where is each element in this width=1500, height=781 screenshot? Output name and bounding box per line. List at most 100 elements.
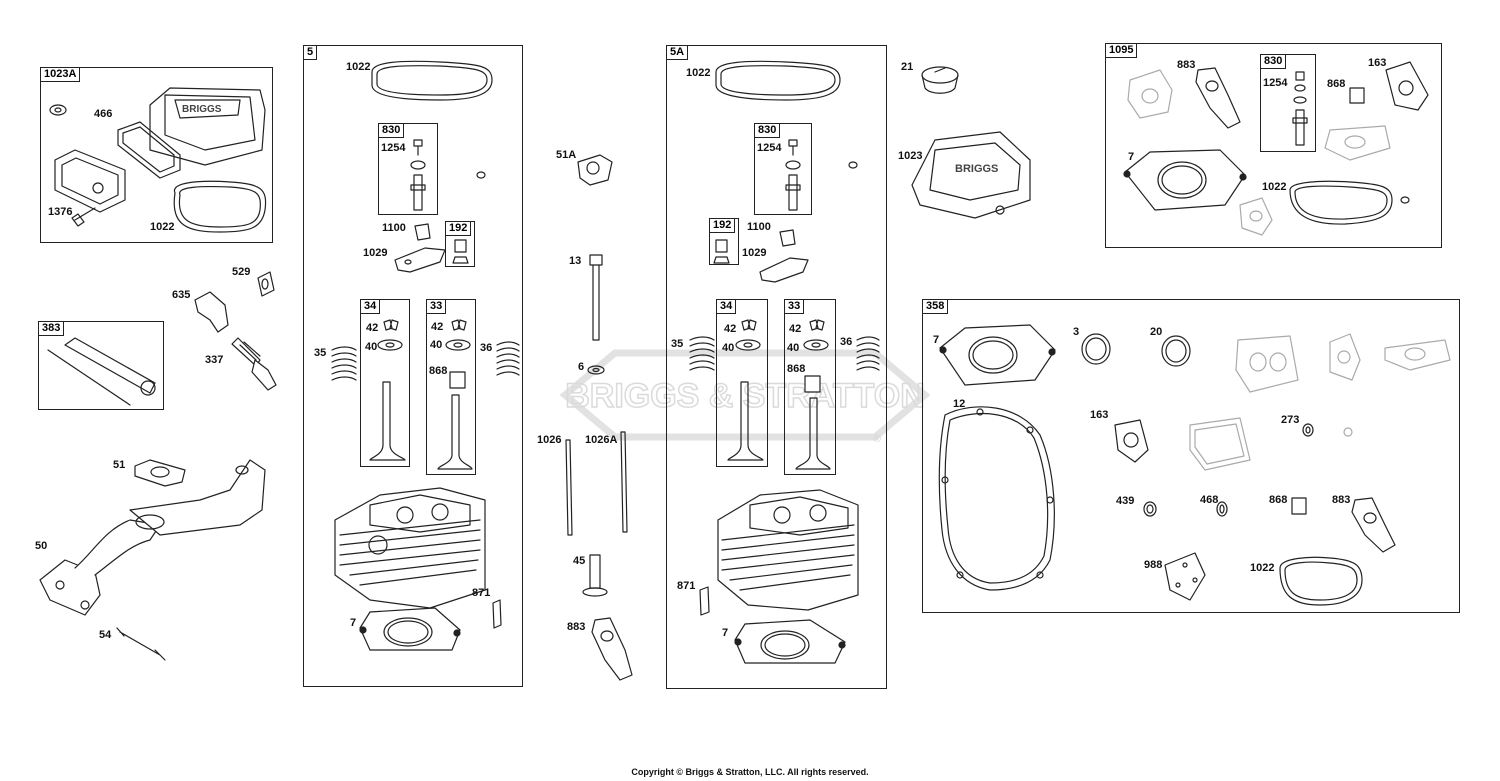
label-883-358: 883 — [1332, 494, 1351, 506]
group-33-tag-5: 33 — [427, 300, 447, 314]
gasket-163-1095-drawing — [1385, 61, 1429, 111]
group-830-tag-1095: 830 — [1261, 55, 1287, 69]
label-35-5: 35 — [314, 347, 327, 359]
crankcase-gasket-12-drawing — [938, 406, 1055, 591]
washer-468-drawing — [1216, 501, 1228, 517]
seal-868-358-drawing — [1291, 497, 1307, 515]
label-35-5A: 35 — [671, 338, 684, 350]
guide-1100-5-drawing — [414, 223, 431, 241]
label-20: 20 — [1150, 326, 1163, 338]
label-1376: 1376 — [48, 206, 73, 218]
label-337: 337 — [205, 354, 224, 366]
bolt-1376-drawing — [71, 207, 96, 227]
pin-45-drawing — [589, 554, 601, 589]
label-36-5: 36 — [480, 342, 493, 354]
group-1095-box: 1095 — [1105, 43, 1442, 248]
label-883-mid: 883 — [567, 621, 586, 633]
label-6: 6 — [578, 361, 585, 373]
seal-868-1095-drawing — [1349, 87, 1365, 104]
label-1029-5: 1029 — [363, 247, 388, 259]
group-192-tag-5A: 192 — [710, 219, 736, 233]
keeper-42-5b-drawing — [451, 319, 467, 331]
gasket-51-drawing — [134, 459, 186, 487]
spark-plug-boot-635-drawing — [194, 291, 229, 333]
label-1022-5A: 1022 — [686, 67, 711, 79]
label-40-5b: 40 — [430, 339, 443, 351]
valve-exhaust-5A-drawing — [795, 397, 831, 470]
push-rod-1026-drawing — [565, 439, 573, 536]
bolt-13-drawing — [589, 254, 603, 341]
gasket-1022-5A-drawing — [715, 60, 841, 101]
label-1026: 1026 — [537, 434, 562, 446]
group-358-box: 358 — [922, 299, 1460, 613]
label-7-358: 7 — [933, 334, 940, 346]
svg-text:BRIGGS: BRIGGS — [182, 104, 222, 115]
stud-1254-5A-drawing — [788, 139, 798, 156]
label-1023: 1023 — [898, 150, 923, 162]
gasket-883-358-drawing — [1351, 497, 1396, 553]
keeper-42-5Aa-drawing — [741, 319, 757, 331]
spring-35-5A-drawing — [689, 336, 715, 371]
group-358-tag: 358 — [923, 300, 949, 314]
label-1022-1023A: 1022 — [150, 221, 175, 233]
label-42-5a: 42 — [366, 322, 379, 334]
group-192-box-5A: 192 — [709, 218, 739, 265]
head-gasket-7-5-drawing — [359, 607, 461, 651]
group-5-tag: 5 — [304, 46, 318, 60]
label-40-5a: 40 — [365, 341, 378, 353]
brand-watermark: BRIGGS & STRATTON ® — [559, 349, 931, 445]
group-1023A-box: 1023A — [40, 67, 273, 243]
label-7-5: 7 — [350, 617, 357, 629]
valve-cover-assembly-drawing: BRIGGS — [149, 87, 266, 166]
label-12: 12 — [953, 398, 966, 410]
label-42-5Aa: 42 — [724, 323, 737, 335]
label-163-1095: 163 — [1368, 57, 1387, 69]
grommet-529-drawing — [257, 271, 275, 297]
label-21: 21 — [901, 61, 914, 73]
gasket-988-drawing — [1164, 552, 1206, 601]
washer-6-drawing — [587, 365, 605, 375]
group-33-tag-5A: 33 — [785, 300, 805, 314]
group-830-box-5: 830 — [378, 123, 438, 215]
label-529: 529 — [232, 266, 251, 278]
spring-36-5A-drawing — [856, 336, 880, 371]
copyright-notice: Copyright © Briggs & Stratton, LLC. All … — [631, 767, 869, 777]
spark-plug-wrench-drawing — [47, 337, 156, 406]
head-gasket-7-1095-drawing — [1123, 149, 1247, 211]
watermark-registered-mark: ® — [873, 433, 881, 445]
sleeve-871-5-drawing — [492, 599, 502, 629]
oil-seal-20-drawing — [1161, 335, 1191, 367]
head-gasket-7-358-drawing — [939, 324, 1056, 386]
exhaust-manifold-50-drawing — [39, 459, 266, 616]
rocker-1029-5-drawing — [394, 247, 446, 273]
label-1022-358: 1022 — [1250, 562, 1275, 574]
gasket-883-1095-a-drawing — [1127, 69, 1173, 119]
group-830-tag-5A: 830 — [755, 124, 781, 138]
label-40-5Ab: 40 — [787, 342, 800, 354]
valve-intake-5A-drawing — [727, 381, 764, 461]
label-1100-5: 1100 — [382, 222, 406, 234]
cylinder-head-5-drawing — [334, 487, 486, 609]
valve-cover-1023-drawing: BRIGGS — [911, 131, 1031, 219]
valve-exhaust-5-drawing — [437, 394, 473, 470]
spring-35-5-drawing — [331, 346, 357, 381]
group-192-tag-5: 192 — [446, 222, 472, 236]
gasket-883-mid-drawing — [591, 617, 633, 681]
gasket-1095-light-drawing — [1324, 125, 1391, 161]
svg-text:BRIGGS: BRIGGS — [955, 163, 998, 175]
label-871-5: 871 — [472, 587, 491, 599]
group-5A-box: 5A — [666, 45, 887, 689]
label-7-1095: 7 — [1128, 151, 1135, 163]
group-34-box-5: 34 — [360, 299, 410, 467]
label-163-358: 163 — [1090, 409, 1109, 421]
label-1254-5: 1254 — [381, 142, 406, 154]
group-192-box-5: 192 — [445, 221, 475, 267]
label-1254-5A: 1254 — [757, 142, 782, 154]
gasket-1022-1023A-drawing — [173, 180, 267, 233]
label-466: 466 — [94, 108, 113, 120]
gasket-51A-drawing — [577, 154, 613, 186]
gasket-883-1095-drawing — [1195, 67, 1241, 129]
gasket-1022-358-drawing — [1279, 556, 1363, 606]
oil-seal-3-drawing — [1081, 333, 1111, 365]
label-36-5A: 36 — [840, 336, 853, 348]
